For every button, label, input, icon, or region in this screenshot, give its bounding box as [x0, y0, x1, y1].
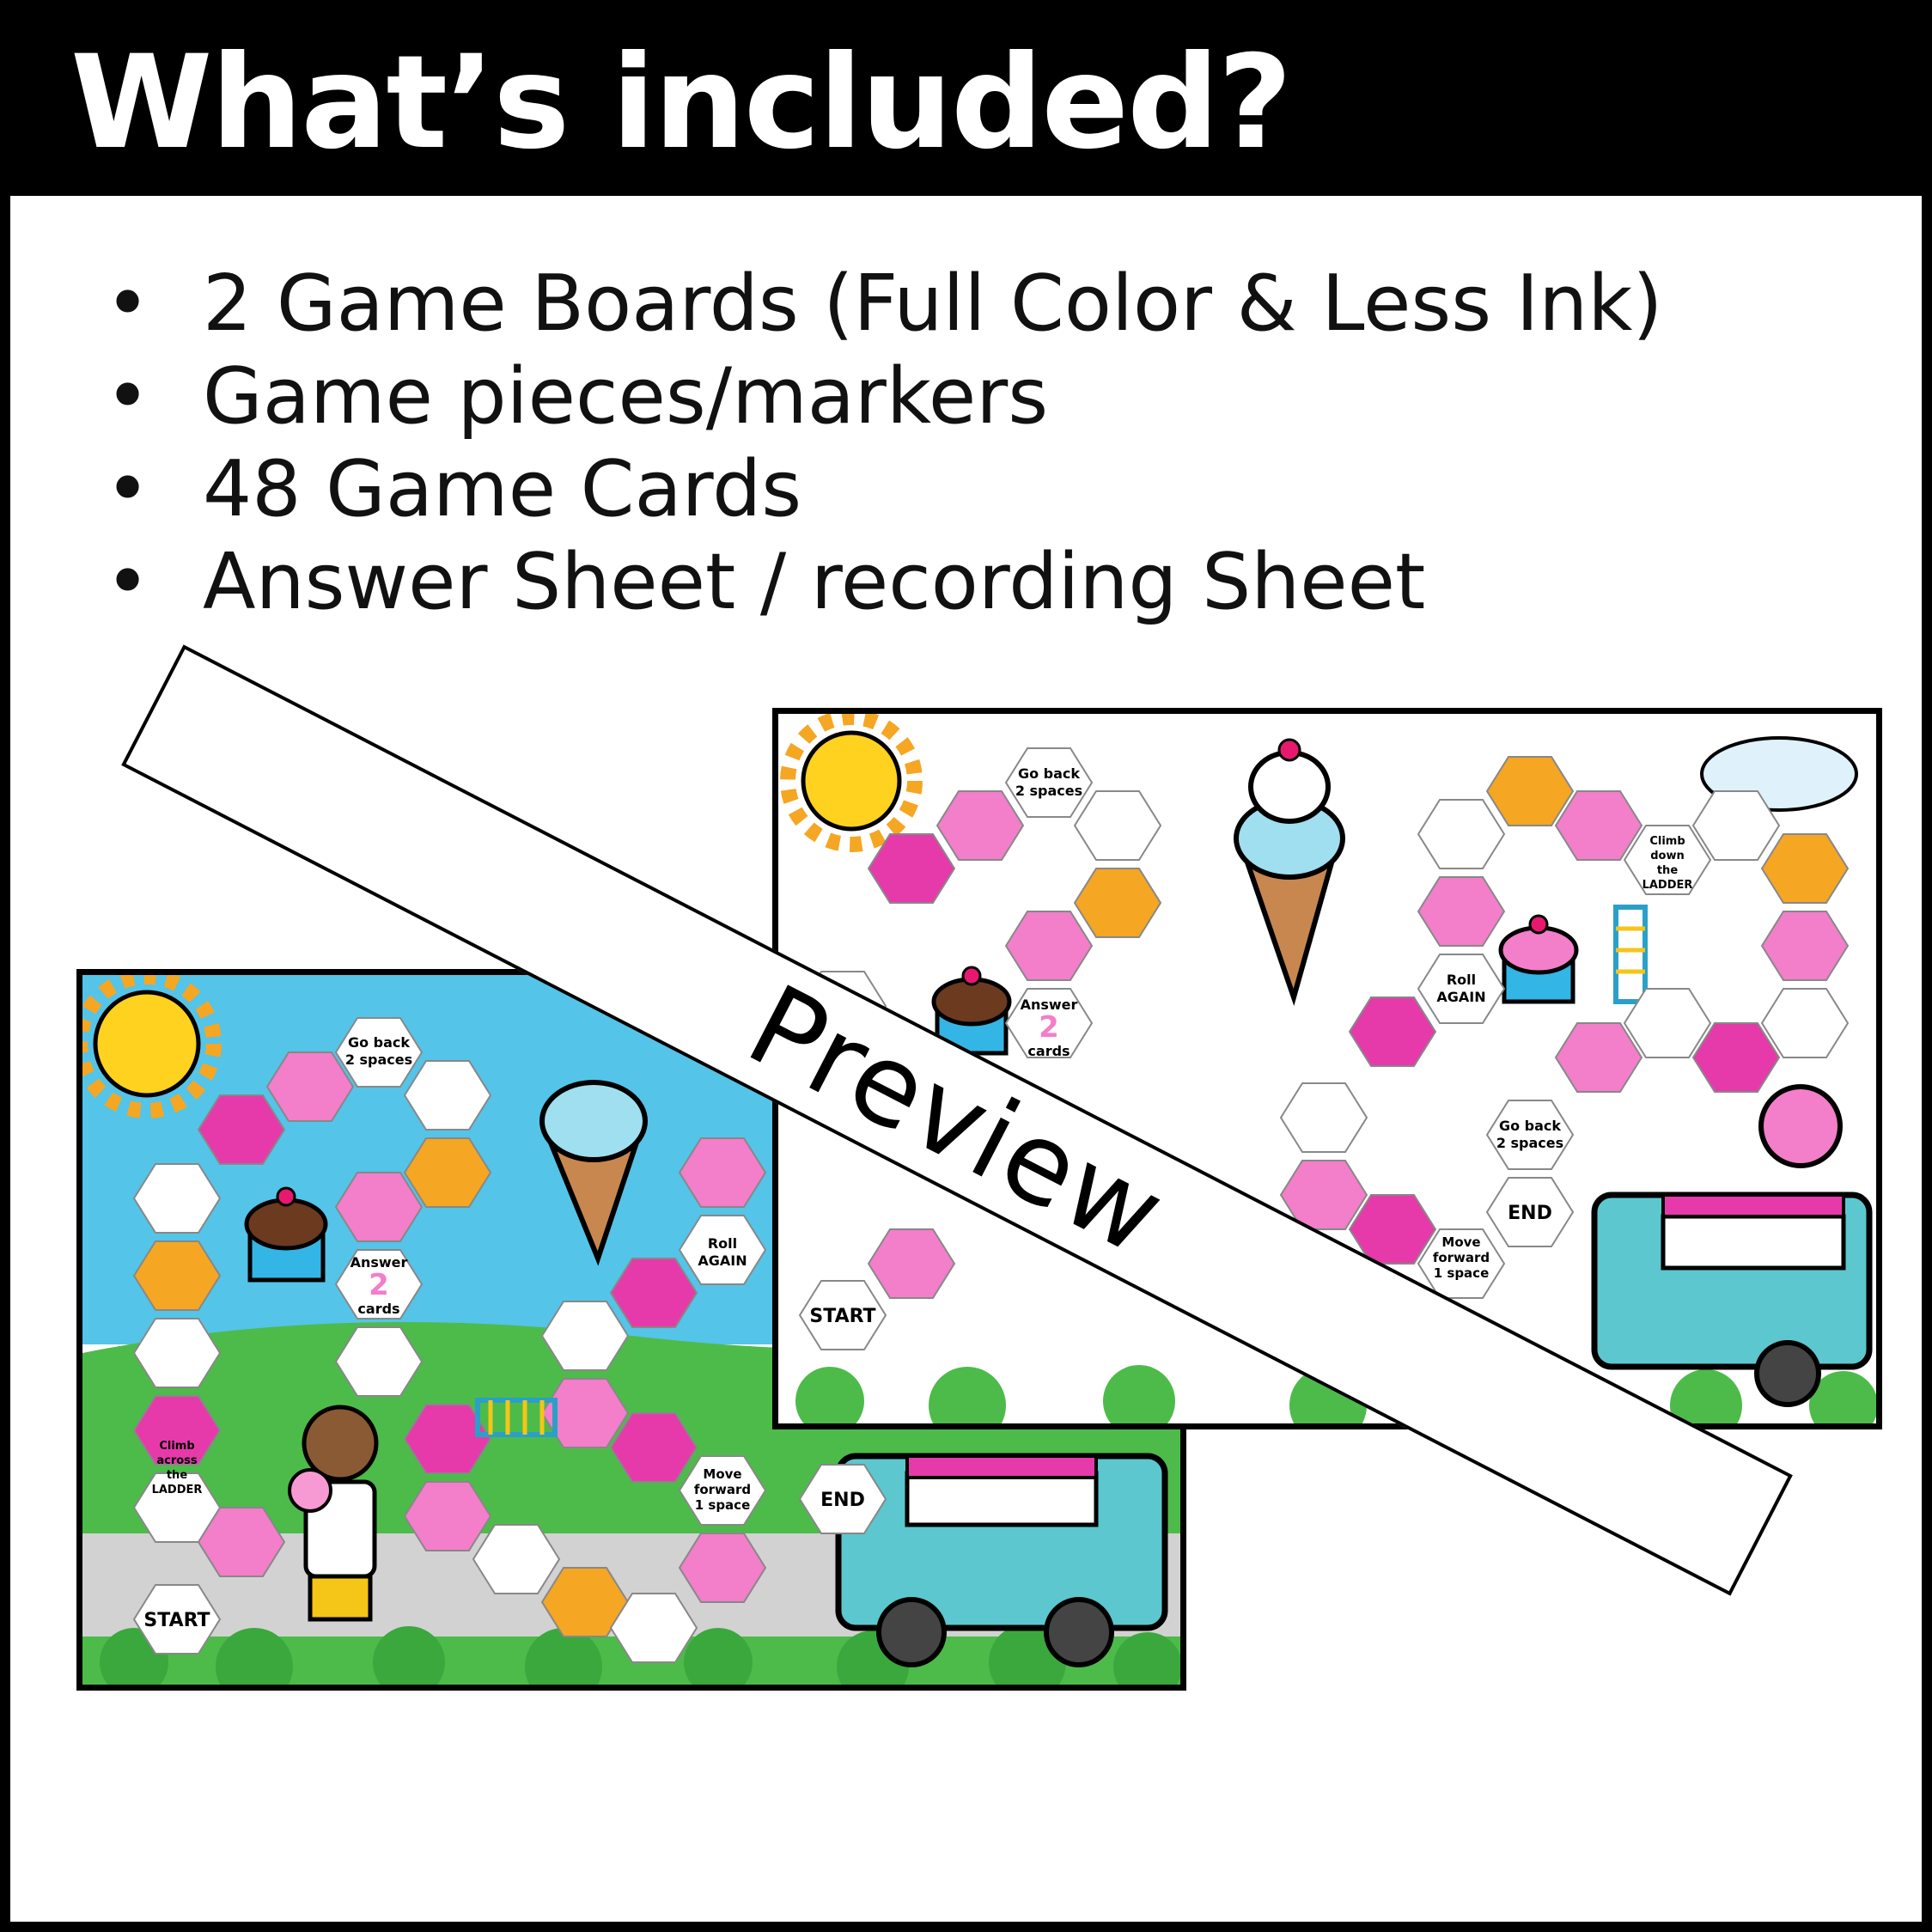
bullet-icon: •	[105, 259, 151, 349]
roll-again-label: AGAIN	[1436, 989, 1485, 1005]
bushes	[100, 1624, 1180, 1685]
go-back-label: Go back	[348, 1034, 410, 1051]
list-item-text: Answer Sheet / recording Sheet	[203, 537, 1426, 627]
go-back-label: Go back	[1018, 765, 1080, 782]
roll-again-label: Roll	[1447, 972, 1476, 988]
move-forward-label: forward	[694, 1482, 751, 1497]
ice-cream-cone-icon	[539, 1080, 648, 1266]
move-forward-label: Move	[1441, 1234, 1480, 1250]
list-item: • 48 Game Cards	[94, 443, 1663, 536]
list-item-text: 2 Game Boards (Full Color & Less Ink)	[203, 259, 1663, 349]
list-item-text: 48 Game Cards	[203, 444, 802, 534]
bullet-icon: •	[105, 444, 151, 534]
go-back-label: 2 spaces	[345, 1051, 412, 1068]
move-forward-label: 1 space	[1434, 1265, 1490, 1281]
ice-cream-truck	[835, 1453, 1168, 1667]
climb-down-label: the	[1657, 864, 1678, 877]
list-item: • Answer Sheet / recording Sheet	[94, 536, 1663, 629]
start-space	[132, 1584, 222, 1655]
ladder-icon	[1613, 905, 1648, 1004]
answer-cards-label: cards	[357, 1301, 399, 1317]
start-label: START	[143, 1610, 210, 1631]
list-item: • 2 Game Boards (Full Color & Less Ink)	[94, 258, 1663, 350]
boy-character	[288, 1405, 379, 1622]
header-bar: What’s included?	[0, 0, 1932, 196]
go-back-label: 2 spaces	[1015, 783, 1082, 799]
answer-cards-number: 2	[369, 1268, 389, 1302]
move-forward-label: forward	[1433, 1250, 1490, 1265]
climb-down-label: LADDER	[1643, 879, 1693, 892]
end-space	[798, 1464, 887, 1534]
list-item-text: Game pieces/markers	[203, 351, 1049, 442]
climb-down-label: down	[1650, 850, 1685, 862]
end-space	[1485, 1177, 1575, 1247]
ice-cream-truck	[1591, 1084, 1873, 1407]
bushes	[795, 1365, 1876, 1423]
move-forward-label: Move	[703, 1466, 741, 1482]
climb-down-label: Climb	[1649, 835, 1685, 848]
start-space	[798, 1280, 887, 1350]
go-back-label: 2 spaces	[1496, 1135, 1563, 1151]
climb-across-label: the	[167, 1469, 187, 1482]
climb-across-label: LADDER	[152, 1484, 203, 1496]
end-label: END	[1508, 1203, 1552, 1224]
go-back-label: Go back	[1499, 1118, 1561, 1134]
bullet-icon: •	[105, 537, 151, 627]
roll-again-label: Roll	[708, 1235, 737, 1252]
answer-cards-label: Answer	[1021, 996, 1078, 1013]
answer-cards-label: Answer	[350, 1254, 408, 1271]
cupcake-icon	[1498, 914, 1579, 1004]
ladder-icon	[475, 1398, 558, 1437]
roll-again-label: AGAIN	[698, 1252, 747, 1269]
cupcake-icon	[244, 1186, 328, 1283]
answer-cards-number: 2	[1039, 1010, 1059, 1045]
climb-across-label: across	[156, 1454, 198, 1467]
answer-cards-label: cards	[1027, 1043, 1070, 1059]
sun-icon	[780, 714, 923, 852]
included-list: • 2 Game Boards (Full Color & Less Ink) •…	[94, 258, 1663, 629]
game-path	[132, 1017, 887, 1663]
start-label: START	[809, 1306, 875, 1327]
bullet-icon: •	[105, 351, 151, 442]
sun-icon	[82, 975, 222, 1118]
end-label: END	[820, 1490, 865, 1511]
move-forward-label: 1 space	[695, 1497, 751, 1513]
page-title: What’s included?	[70, 28, 1292, 178]
climb-across-label: Climb	[159, 1440, 194, 1453]
list-item: • Game pieces/markers	[94, 350, 1663, 443]
game-path	[798, 747, 1850, 1350]
ice-cream-cone-icon	[1234, 738, 1345, 1007]
